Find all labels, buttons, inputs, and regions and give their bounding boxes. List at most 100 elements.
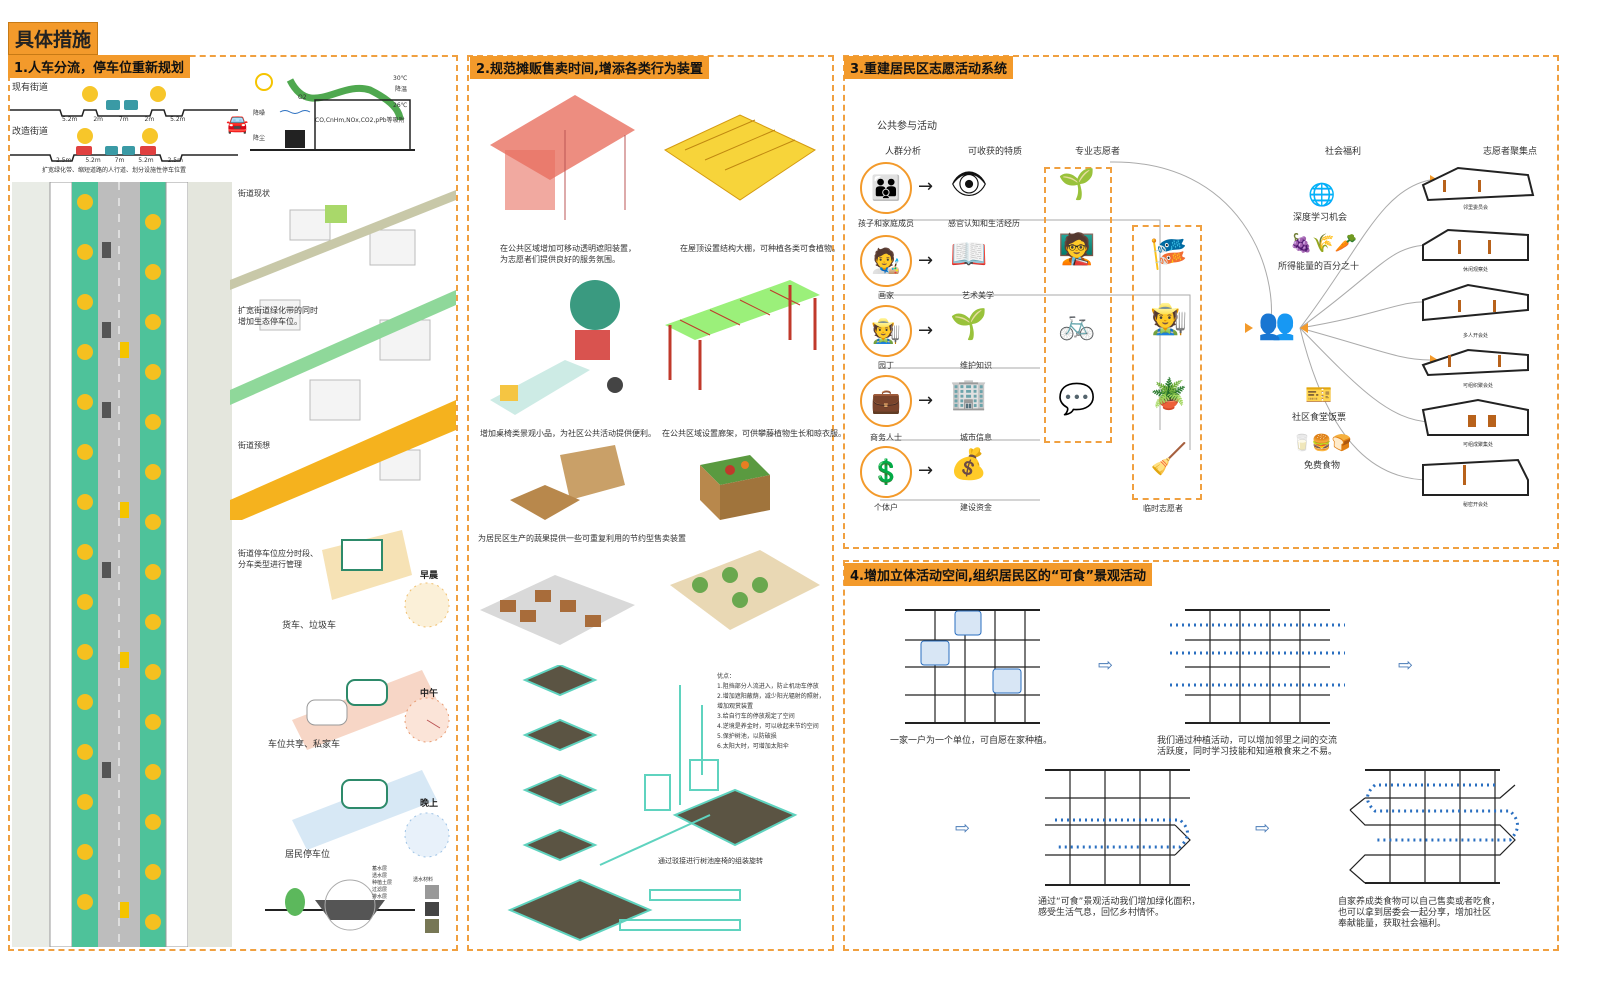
parking-mgmt-label: 街道停车位应分时段、 分车类型进行管理 [238,549,318,569]
arrow-icon: → [918,250,934,271]
gain-4: 建设资金 [960,503,992,512]
caption-vending: 为居民区生产的蔬果提供一些可重复利用的节约型售卖装置 [478,534,686,543]
planting-volunteer-icon: 🌱 [1058,167,1096,202]
painter-icon: 🧑‍🎨 [860,235,912,287]
point-5: 秘密开会处 [1463,502,1489,508]
cleaner-icon: 🧹 [1150,442,1188,477]
col-gathering: 志愿者聚集点 [1483,147,1538,157]
evening-label: 晚上 [420,799,439,809]
arrow-icon: → [918,460,934,481]
who-2: 园丁 [878,361,894,370]
roof-greenhouse-illustration [663,114,817,201]
street-now-label: 街道现状 [238,189,270,198]
gardening-person-icon: 🧑‍🌾 [1150,302,1188,337]
who-1: 画家 [878,291,894,300]
pergola-illustration [665,280,820,390]
globe-learning-icon: 🌐 [1308,183,1336,208]
parking-time-diagrams [292,530,450,858]
next-arrow-icon: ⇨ [955,818,971,839]
businessman-icon: 💼 [860,375,912,427]
point-2: 多人开会处 [1463,333,1489,339]
material-label: 透水材料 [413,877,434,883]
temp-volunteer-label: 临时志愿者 [1143,504,1183,513]
produce-icon: 🍇🌾🥕 [1290,233,1358,254]
gain-3: 城市信息 [960,433,992,442]
plant-hands-icon: 🌱 [950,307,988,342]
evening-use: 居民停车位 [285,850,331,860]
noon-use: 车位共享、私家车 [268,740,341,750]
gain-2: 维护知识 [960,361,992,370]
col-welfare: 社会福利 [1325,147,1362,157]
pro-volunteer-group [1044,167,1112,443]
car-icon: 🚘 [226,114,249,135]
col-gain: 可收获的特质 [968,147,1023,157]
pollutants-label: CO,CnHm,NOx,CO2,pPb等吸附 [315,117,405,124]
next-arrow-icon: ⇨ [1255,818,1271,839]
connector-lines [880,161,1438,501]
grid-diagram-4 [1349,769,1519,884]
arrow-icon: → [918,176,934,197]
arrow-icon: → [918,320,934,341]
temp-volunteer-group [1132,225,1202,500]
renovated-street-label: 改造街道 [12,127,49,137]
point-1: 休闲观察处 [1463,267,1489,273]
street-axonometric [230,190,456,520]
col-pro-volunteer: 专业志愿者 [1075,147,1121,157]
watering-can-icon: 🪴 [1150,377,1188,412]
caption-bench: 增加桌椅类景观小品，为社区公共活动提供便利。 [480,429,656,438]
cool-label: 降温 [395,86,408,93]
next-arrow-icon: ⇨ [1098,655,1114,676]
arrow-icon: → [918,390,934,411]
art-book-icon: 📖 [950,237,988,272]
senses-icon: 👁 [950,167,989,202]
gardener-icon: 🧑‍🌾 [860,305,912,357]
dim-renovated: 2.5m 5.2m 7m 5.2m 2.5m [56,157,183,164]
point-3: 可组织聚会处 [1463,383,1494,389]
panel-traffic [8,55,458,951]
climate-diagram [250,73,415,151]
who-3: 商务人士 [870,433,902,442]
widen-label: 扩宽街道绿化带的同时 增加生态停车位。 [238,306,318,326]
city-buildings-icon: 🏢 [950,377,988,412]
t-high: 30℃ [393,75,408,82]
tree-pit-seat-illustration [507,665,798,942]
caption-shade: 在公共区域增加可移动透明遮阳装置， 为志愿者们提供良好的服务氛围。 [500,244,636,264]
public-participation-label: 公共参与活动 [877,121,937,132]
community-group-icon: 👥 [1258,307,1296,342]
panel-edible-landscape [843,560,1559,951]
dim-existing: 5.2m 2m 7m 2m 5.2m [62,116,186,123]
t-low: 26℃ [393,102,408,109]
morning-label: 早晨 [420,571,439,581]
discussion-icon: 💬 [1058,382,1096,417]
grid-diagram-1 [905,609,1040,724]
caption-greenhouse: 在屋顶设置结构大棚，可种植各类可食植物。 [680,244,840,253]
welfare-3: 免费食物 [1304,461,1341,471]
gathering-spaces [1421,166,1535,496]
col-crowd: 人群分析 [885,147,922,157]
panel-edible-header: 4.增加立体活动空间,组织居民区的“可食”景观活动 [844,563,1153,586]
next-arrow-icon: ⇨ [1398,655,1414,676]
section-caption: 扩宽绿化带、缩短道路的人行道、划分设施性停车位置 [42,167,187,174]
free-food-icon: 🥛🍔🍞 [1292,433,1352,452]
street-sections [10,86,238,162]
market-illustration [480,550,820,645]
welfare-0: 深度学习机会 [1293,213,1348,223]
street-plan [12,182,232,947]
table-bench-illustration [490,280,623,415]
existing-street-label: 现有街道 [12,83,49,93]
money-bag-icon: 💰 [950,447,988,482]
caption-edible-4: 自家养成类食物可以自己售卖或者吃食， 也可以拿到居委会一起分享，增加社区 奉献能… [1338,897,1501,929]
noon-label: 中午 [420,689,439,699]
panel-volunteer [843,55,1559,549]
panel-traffic-header: 1.人车分流，停车位重新规划 [8,55,190,78]
gain-0: 感官认知和生活经历 [948,219,1020,228]
point-4: 可组成聚集处 [1463,442,1494,448]
self-employed-icon: 💲 [860,446,912,498]
dust-label: 降尘 [253,135,266,142]
detail-labels: 蓄水层透水层种植土层过滤层排水层 [372,866,393,900]
bunting-icon: 🎏 [1150,237,1188,272]
planter-detail [265,879,439,933]
produce-box-illustration [700,455,770,520]
caption-tree-pit: 通过驳接进行树池座椅的组装旋转 [658,857,763,865]
family-icon: 👪 [860,162,912,214]
